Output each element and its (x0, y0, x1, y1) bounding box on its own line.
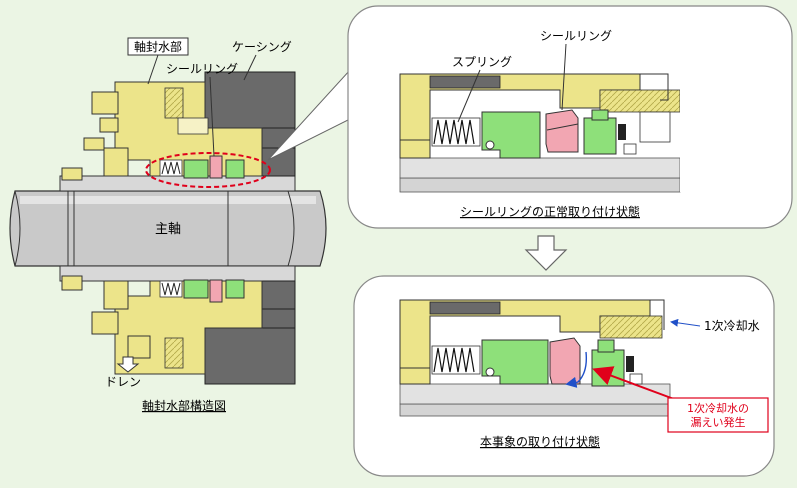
highlight-ellipse (145, 152, 271, 188)
leak-callout-line1: 1次冷却水の (687, 401, 749, 415)
transition-arrow-icon (524, 235, 568, 271)
casing-label: ケーシング (232, 40, 292, 54)
spring-label: スプリング (452, 55, 512, 69)
main-shaft (9, 190, 327, 267)
leak-callout-box (667, 397, 769, 433)
leak-pointer-arrow (592, 366, 683, 403)
seal-ring-event (549, 337, 581, 385)
left-caption: 軸封水部構造図 (142, 398, 226, 413)
shaft-label: 主軸 (155, 222, 181, 237)
normal-installation-panel: スプリング シールリング シールリングの正常取り付け状態 (347, 5, 793, 229)
drain-label: ドレン (105, 375, 141, 389)
seal-water-label: 軸封水部 (134, 39, 182, 54)
drain-arrow-icon (116, 356, 140, 373)
bottom-panel-caption: 本事象の取り付け状態 (480, 434, 600, 449)
leak-path (565, 351, 588, 388)
seal-housing-bottom (61, 275, 263, 375)
seal-ring-label: シールリング (166, 62, 238, 76)
seal-housing-top (61, 81, 263, 181)
seal-internals-top (159, 155, 245, 179)
left-structure-diagram: 軸封水部 ケーシング シールリング 主軸 ドレン 軸封水部構造図 (9, 37, 327, 413)
event-installation-panel: 1次冷却水 1次冷却水の 漏えい発生 本事象の取り付け状態 (353, 275, 775, 477)
leak-callout-line2: 漏えい発生 (691, 415, 746, 429)
seal-internals-bottom (159, 279, 245, 303)
top-seal-ring-label: シールリング (540, 29, 612, 43)
retainer-part (481, 111, 541, 159)
spring-icon (433, 119, 475, 145)
spring-icon-event (433, 347, 475, 373)
top-panel-caption: シールリングの正常取り付け状態 (460, 204, 640, 219)
seal-ring-normal (545, 109, 579, 153)
primary-water-label: 1次冷却水 (704, 319, 760, 333)
